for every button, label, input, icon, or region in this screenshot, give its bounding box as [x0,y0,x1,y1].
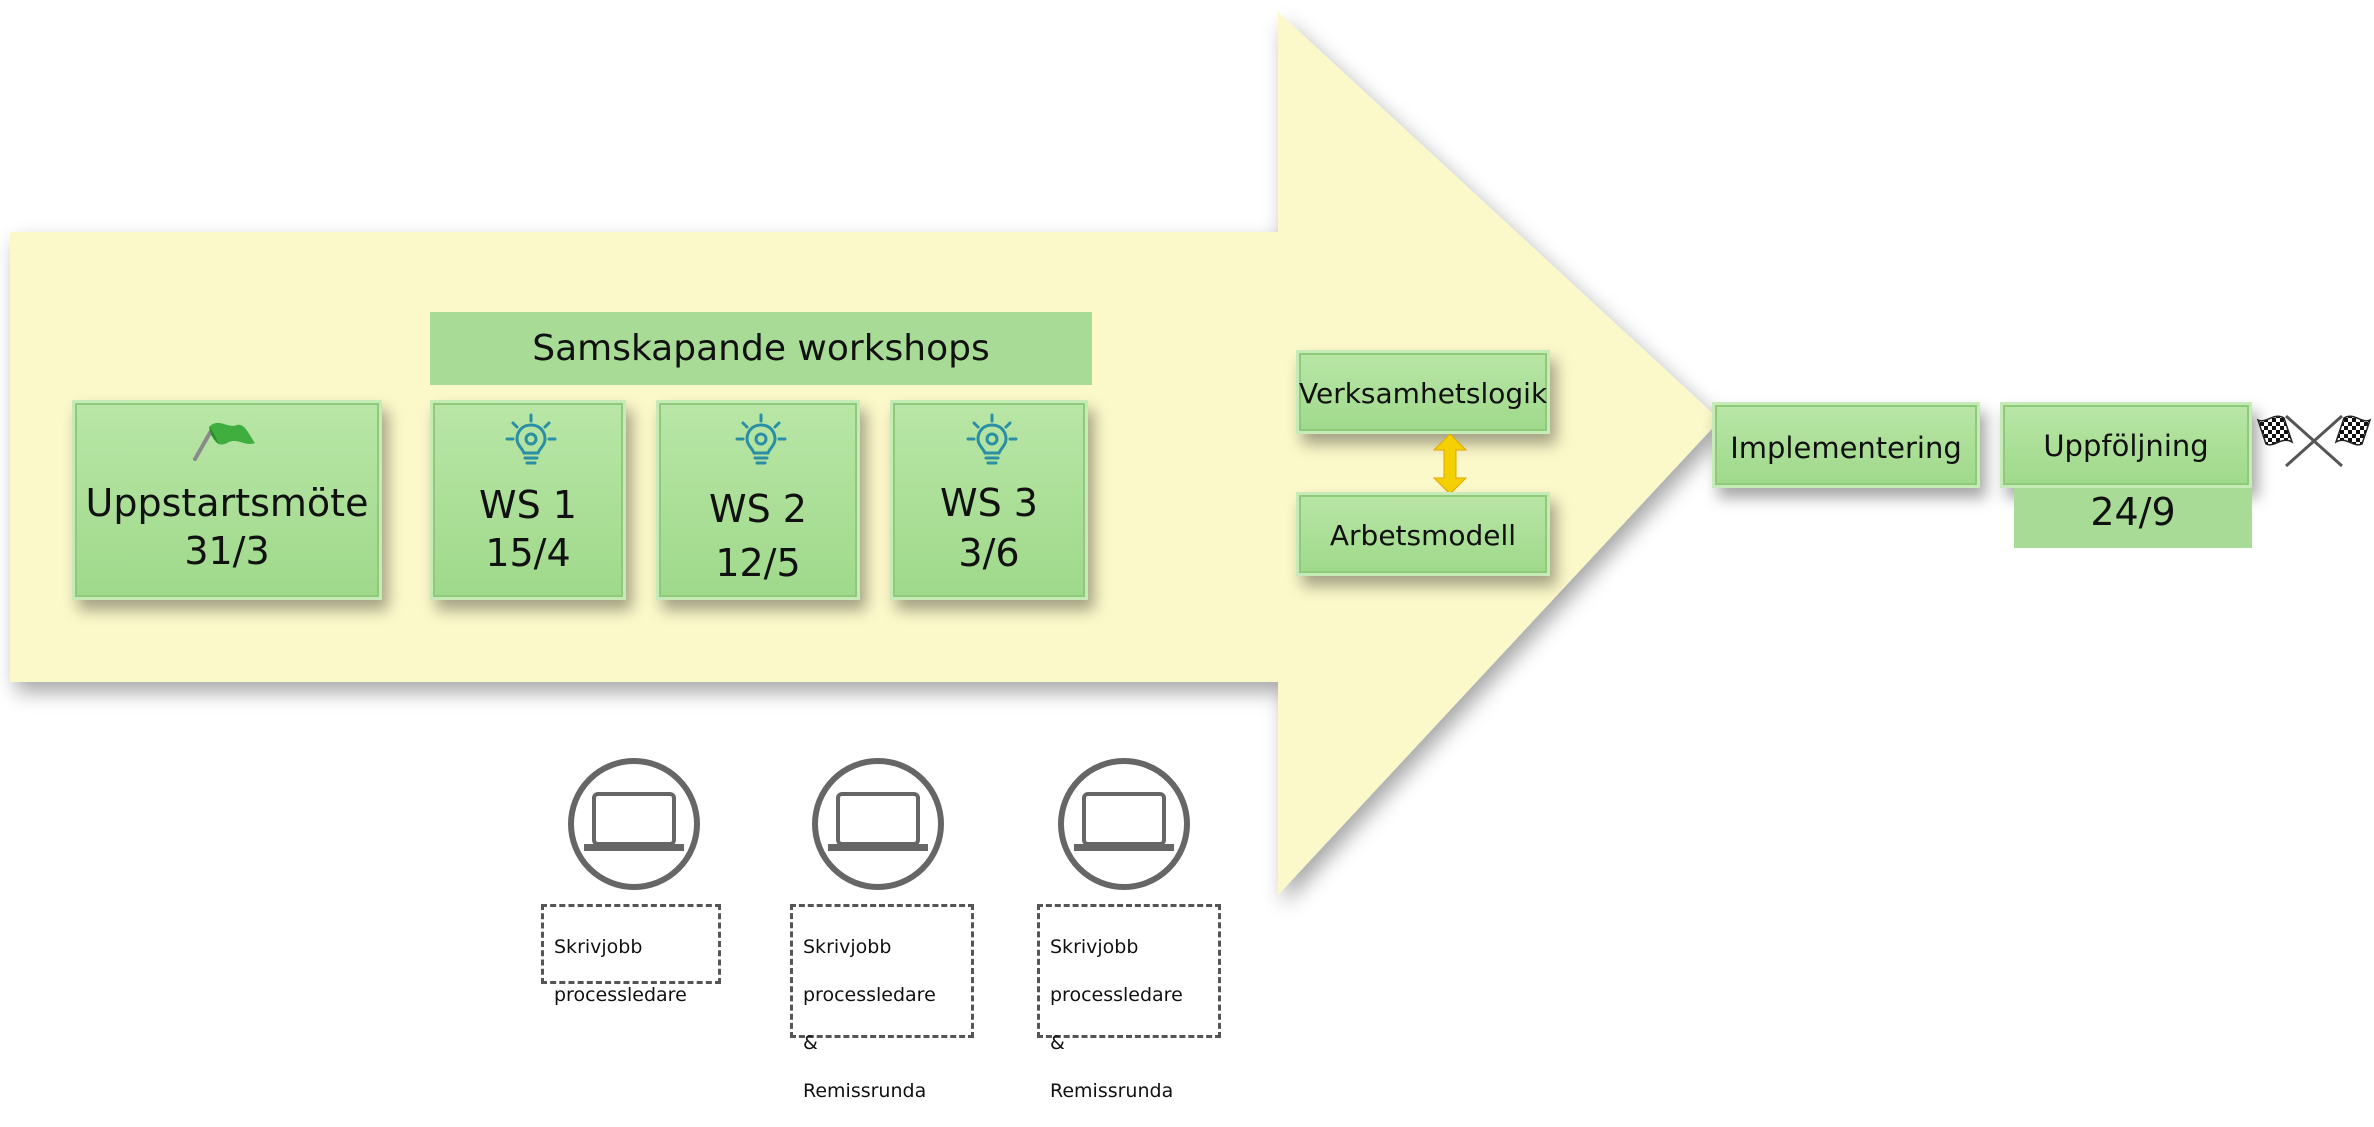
note-line: Skrivjobb [803,936,892,958]
workshop-date-2: 12/5 [715,541,801,585]
implementation-box: Implementering [1712,402,1980,488]
workshop-card-1: WS 1 15/4 [430,400,626,600]
business-logic-label: Verksamhetslogik [1299,377,1548,410]
lightbulb-gear-icon [966,413,1018,465]
work-model-label: Arbetsmodell [1329,519,1517,552]
note-line: & [803,1032,818,1054]
writing-note-3: Skrivjobb processledare & Remissrunda [1037,904,1221,1102]
writing-note-1: Skrivjobb processledare [541,904,721,1006]
implementation-label: Implementering [1730,431,1962,465]
lightbulb-gear-icon [505,413,557,465]
followup-box: Uppföljning [2000,402,2252,488]
note-line: & [1050,1032,1065,1054]
workshop-title-3: WS 3 [940,481,1038,525]
start-meeting-card: Uppstartsmöte 31/3 [72,400,382,600]
note-line: Skrivjobb [1050,936,1139,958]
laptop-icon [568,758,700,890]
workshop-card-3: WS 3 3/6 [890,400,1088,600]
note-line: processledare [803,984,936,1006]
process-arrow [10,12,1720,895]
laptop-icon [812,758,944,890]
note-line: processledare [554,984,687,1006]
workshop-card-2: WS 2 12/5 [656,400,860,600]
start-meeting-date: 31/3 [184,529,270,573]
business-logic-box: Verksamhetslogik [1296,350,1550,434]
note-line: Remissrunda [1050,1080,1174,1102]
checkered-flags-icon [2256,414,2372,468]
note-line: processledare [1050,984,1183,1006]
workshop-title-1: WS 1 [479,483,577,527]
workshop-title-2: WS 2 [709,487,807,531]
lightbulb-gear-icon [735,413,787,465]
laptop-icon [1058,758,1190,890]
diagram-canvas: Samskapande workshops Uppstartsmöte 31/3… [10,12,2372,1102]
note-line: Remissrunda [803,1080,927,1102]
followup-title: Uppföljning [2043,429,2209,463]
workshop-date-1: 15/4 [485,531,571,575]
start-meeting-title: Uppstartsmöte [85,481,369,525]
workshops-header-label: Samskapande workshops [532,328,990,369]
work-model-box: Arbetsmodell [1296,492,1550,576]
note-line: Skrivjobb [554,936,643,958]
writing-note-2: Skrivjobb processledare & Remissrunda [790,904,974,1102]
workshops-header: Samskapande workshops [430,312,1092,385]
followup-date-box: 24/9 [2014,488,2252,548]
double-arrow-icon [1432,434,1468,494]
workshop-date-3: 3/6 [958,531,1020,575]
green-flag-icon [193,422,255,461]
followup-date: 24/9 [2090,490,2176,534]
